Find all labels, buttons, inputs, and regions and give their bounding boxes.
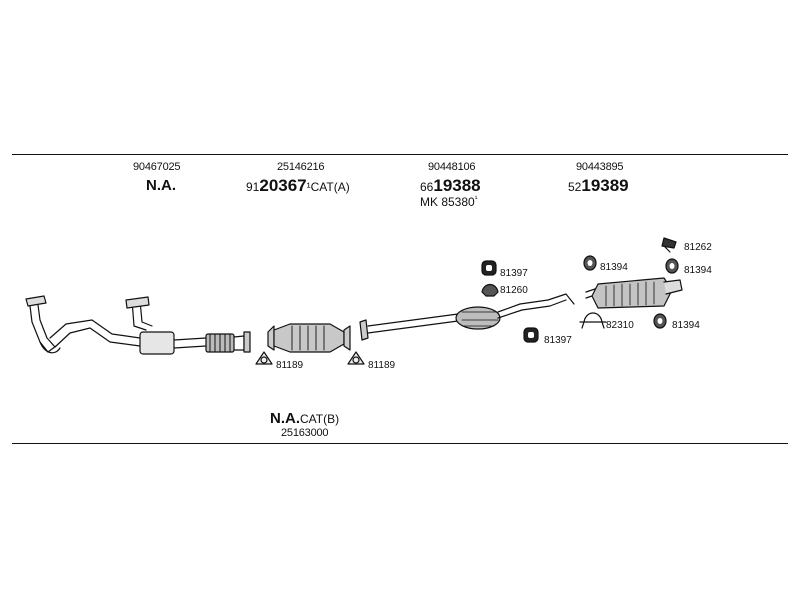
part-number-center-muffler: 90448106 bbox=[428, 161, 476, 173]
bottom-divider bbox=[12, 443, 788, 444]
part-number-rear-muffler: 90443895 bbox=[576, 161, 624, 173]
callout-hanger-top: 81397 bbox=[500, 268, 528, 279]
gasket-right-icon bbox=[347, 351, 365, 365]
rear-muffler-code-prefix: 52 bbox=[568, 180, 582, 194]
bottom-na-label: N.A. bbox=[270, 410, 300, 427]
callout-clip: 81262 bbox=[684, 242, 712, 253]
gasket-left-icon bbox=[255, 351, 273, 365]
center-muffler-code-main: 19388 bbox=[433, 176, 481, 195]
rear-muffler-code-main: 19389 bbox=[581, 176, 629, 195]
part-number-front-pipe: 90467025 bbox=[133, 161, 181, 173]
callout-gasket-left: 81189 bbox=[276, 360, 304, 371]
part-number-catalyst: 25146216 bbox=[277, 161, 325, 173]
bottom-catalyst-label: N.A.CAT(B) bbox=[270, 411, 339, 426]
center-muffler-code: 6619388 bbox=[420, 177, 481, 194]
callout-gasket-right: 81189 bbox=[368, 360, 396, 371]
clamp-rear-icon bbox=[579, 312, 607, 329]
rear-muffler-code: 5219389 bbox=[568, 177, 629, 194]
catalytic-converter bbox=[267, 323, 351, 353]
center-muffler-assembly bbox=[359, 293, 575, 341]
clip-icon bbox=[661, 237, 677, 253]
callout-clamp-rear: 82310 bbox=[606, 320, 634, 331]
front-pipe-assembly bbox=[25, 295, 251, 355]
mounting-kit-label: MK 85380 bbox=[420, 195, 475, 209]
top-divider bbox=[12, 154, 788, 155]
catalyst-code-prefix: 91 bbox=[246, 180, 260, 194]
front-pipe-na-label: N.A. bbox=[146, 177, 176, 194]
bottom-part-number: 25163000 bbox=[281, 427, 329, 439]
bottom-cat-suffix: CAT(B) bbox=[300, 412, 340, 426]
callout-clamp-mid: 81260 bbox=[500, 285, 528, 296]
catalyst-code: 9120367¹CAT(A) bbox=[246, 177, 350, 194]
callout-ring-a: 81394 bbox=[600, 262, 628, 273]
callout-ring-b: 81394 bbox=[684, 265, 712, 276]
center-muffler-code-prefix: 66 bbox=[420, 180, 434, 194]
catalyst-code-main: 20367 bbox=[259, 176, 307, 195]
catalyst-code-suffix: ¹CAT(A) bbox=[306, 180, 350, 194]
clamp-mid-icon bbox=[481, 283, 499, 297]
mounting-kit-sup: ¹ bbox=[474, 194, 478, 203]
rear-muffler-assembly bbox=[585, 277, 683, 309]
mounting-kit-code: MK 85380¹ bbox=[420, 194, 478, 209]
callout-hanger-bottom: 81397 bbox=[544, 335, 572, 346]
callout-ring-c: 81394 bbox=[672, 320, 700, 331]
